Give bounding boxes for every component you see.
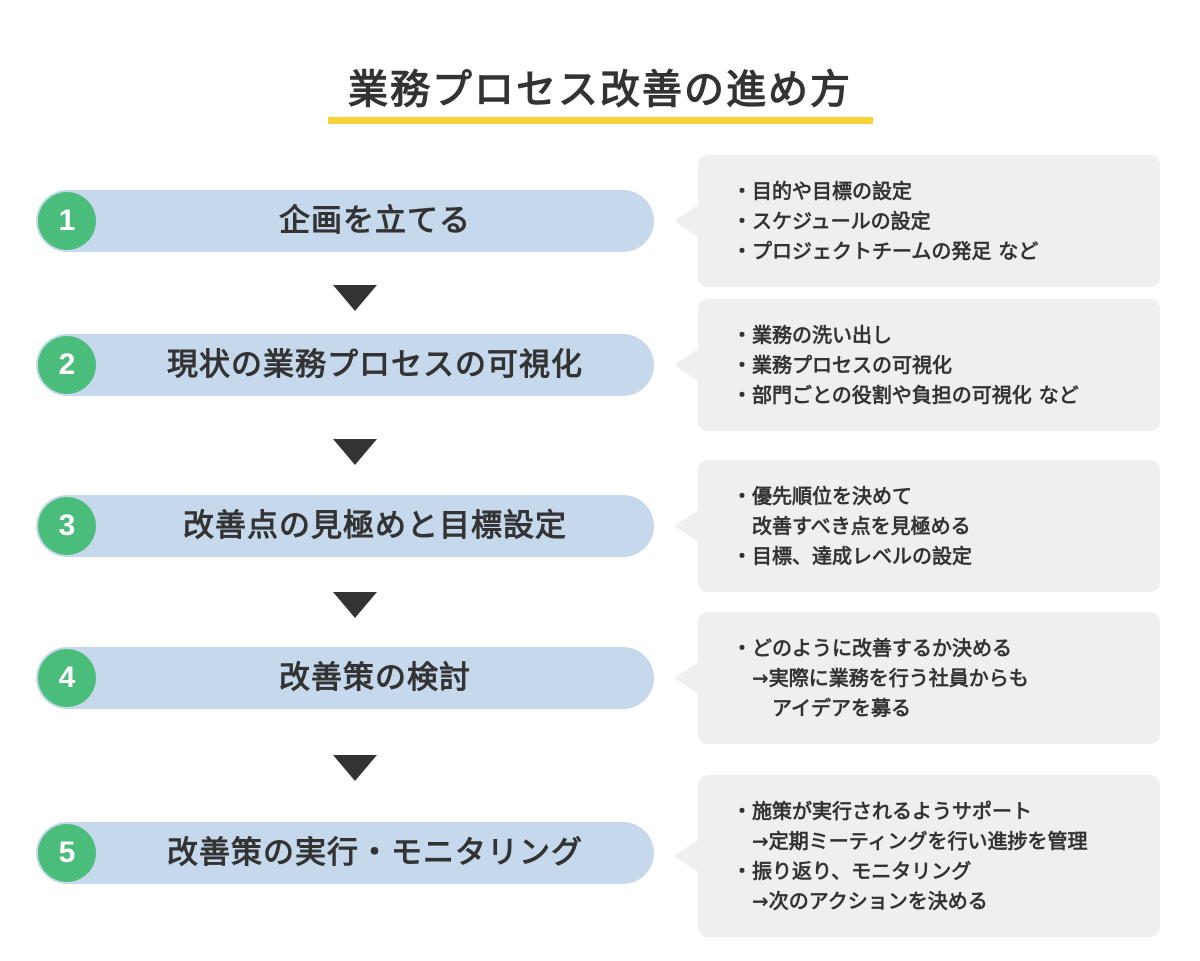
step-4-notes: ・どのように改善するか決める →実際に業務を行う社員からも アイデアを募る [674,612,1160,744]
step-2-note: ・業務プロセスの可視化 [732,353,952,377]
step-5-note: ・施策が実行されるようサポート [732,799,1032,823]
step-4-note: アイデアを募る [732,696,911,720]
step-2-notes: ・業務の洗い出し ・業務プロセスの可視化 ・部門ごとの役割や負担の可視化 など [674,299,1160,431]
step-3-label: 改善点の見極めと目標設定 [183,508,567,544]
arrow-down-icon [333,439,377,465]
step-1-number: 1 [38,192,96,250]
step-4-number: 4 [38,649,96,707]
step-1-note: ・プロジェクトチームの発足 など [732,239,1039,263]
step-5-number: 5 [38,824,96,882]
step-1-label: 企画を立てる [279,203,471,239]
step-2-label: 現状の業務プロセスの可視化 [167,347,583,383]
step-5-label: 改善策の実行・モニタリング [167,835,583,871]
step-3-note: ・優先順位を決めて [732,484,912,508]
step-5-note: →定期ミーティングを行い進捗を管理 [732,829,1088,853]
step-4: 4 改善策の検討 [36,647,654,709]
page-title: 業務プロセス改善の進め方 [348,67,852,113]
step-5-note: ・振り返り、モニタリング [732,859,972,883]
step-3-notes: ・優先順位を決めて 改善すべき点を見極める ・目標、達成レベルの設定 [674,460,1160,592]
step-5-note: →次のアクションを決める [732,889,988,913]
step-4-note: ・どのように改善するか決める [732,636,1012,660]
step-3: 3 改善点の見極めと目標設定 [36,495,654,557]
title-underline [328,117,873,124]
step-1-notes: ・目的や目標の設定 ・スケジュールの設定 ・プロジェクトチームの発足 など [674,155,1160,287]
step-2-number: 2 [38,336,96,394]
step-3-number: 3 [38,497,96,555]
step-5: 5 改善策の実行・モニタリング [36,822,654,884]
step-4-note: →実際に業務を行う社員からも [732,666,1029,690]
step-5-notes: ・施策が実行されるようサポート →定期ミーティングを行い進捗を管理 ・振り返り、… [674,775,1160,937]
arrow-down-icon [333,592,377,618]
arrow-down-icon [333,285,377,311]
step-1-note: ・スケジュールの設定 [732,209,931,233]
step-2-note: ・業務の洗い出し [732,323,892,347]
step-4-label: 改善策の検討 [279,660,471,696]
step-2: 2 現状の業務プロセスの可視化 [36,334,654,396]
step-1: 1 企画を立てる [36,190,654,252]
step-1-note: ・目的や目標の設定 [732,179,912,203]
step-3-note: ・目標、達成レベルの設定 [732,544,972,568]
step-2-note: ・部門ごとの役割や負担の可視化 など [732,383,1079,407]
arrow-down-icon [333,755,377,781]
step-3-note: 改善すべき点を見極める [732,514,971,538]
